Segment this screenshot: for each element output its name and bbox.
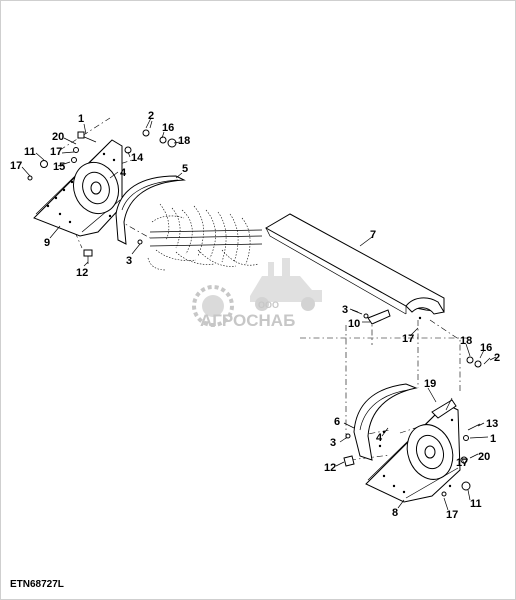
callout-4-top: 4 — [120, 167, 127, 179]
callout-17-top-a: 17 — [50, 146, 62, 158]
watermark-company-name: АГРОСНАБ — [200, 311, 295, 330]
callout-11-top: 11 — [24, 146, 36, 158]
callout-14-top: 14 — [131, 152, 144, 164]
callout-20-bottom: 20 — [478, 451, 490, 463]
top-cover — [264, 213, 445, 320]
callout-2-top: 2 — [148, 110, 154, 122]
hardware-bottom-right — [343, 356, 491, 497]
callout-13: 13 — [486, 418, 498, 430]
callout-17-mid: 17 — [402, 333, 414, 345]
callout-20-top: 20 — [52, 131, 64, 143]
callout-19: 19 — [424, 378, 436, 390]
side-plate-left — [33, 139, 123, 237]
callout-7: 7 — [370, 229, 376, 241]
callout-12-bottom: 12 — [324, 462, 336, 474]
callout-12-top: 12 — [76, 267, 88, 279]
callout-11-bottom: 11 — [470, 498, 482, 510]
callout-16-top: 16 — [162, 122, 174, 134]
callout-17-bottom-a: 17 — [456, 457, 468, 469]
callout-10: 10 — [348, 318, 360, 330]
callout-16-bottom: 16 — [480, 342, 492, 354]
curved-shield-bottom — [353, 383, 418, 461]
callout-18-top: 18 — [178, 135, 190, 147]
figure-id: ETN68727L — [10, 579, 64, 590]
callout-17-top-b: 17 — [10, 160, 22, 172]
callout-15-top: 15 — [53, 161, 65, 173]
callout-9-top: 9 — [44, 237, 50, 249]
side-plate-right — [365, 399, 461, 503]
callout-18-bottom: 18 — [460, 335, 472, 347]
watermark-prefix: ООО — [258, 300, 279, 310]
callout-1-top: 1 — [78, 113, 84, 125]
watermark-logo: ООО АГРОСНАБ — [192, 258, 322, 330]
callout-1-bottom: 1 — [490, 433, 496, 445]
curved-shield-top — [115, 175, 186, 245]
callout-3-top: 3 — [126, 255, 132, 267]
callout-4-bottom: 4 — [376, 432, 383, 444]
callout-3-bottom: 3 — [330, 437, 336, 449]
hardware-top-left — [27, 117, 177, 264]
callout-5-top: 5 — [182, 163, 188, 175]
callout-3-mid: 3 — [342, 304, 348, 316]
callout-17-bottom-b: 17 — [446, 509, 458, 521]
callout-2-bottom: 2 — [494, 352, 500, 364]
callout-8: 8 — [392, 507, 398, 519]
tine-rotor — [147, 203, 263, 271]
callout-6: 6 — [334, 416, 340, 428]
callout-labels: 1 2 16 18 20 17 14 11 15 17 5 4 9 12 3 7… — [10, 110, 500, 521]
leader-lines — [21, 120, 497, 511]
